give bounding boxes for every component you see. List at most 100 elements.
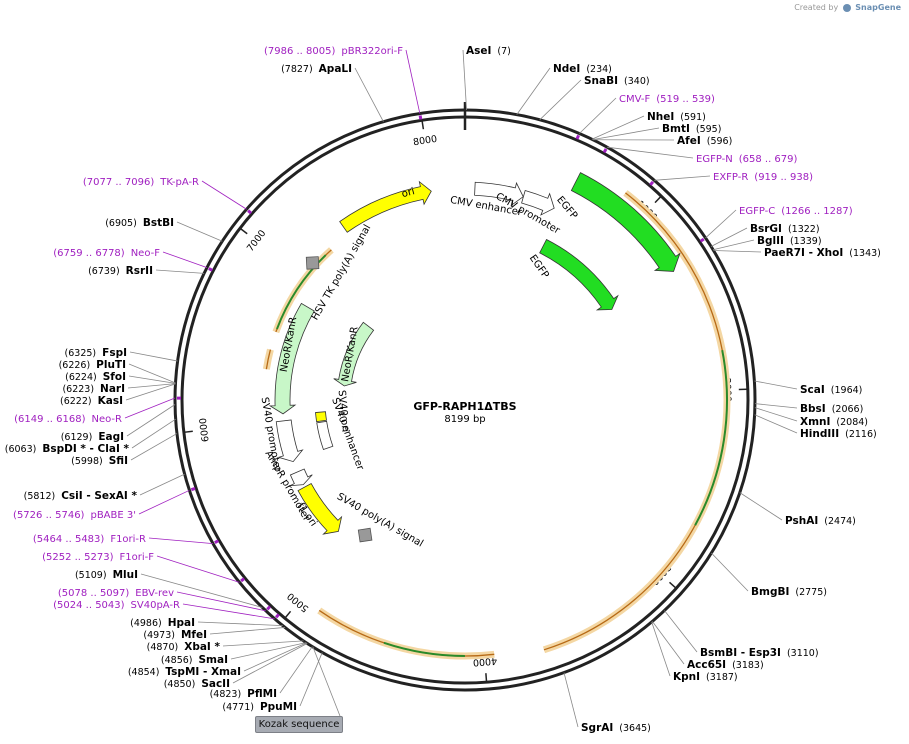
enzyme-name: AseI (466, 45, 491, 57)
sv40-polya-marker (357, 527, 373, 543)
enzyme-left-name: MfeI (181, 629, 207, 641)
enzyme-name: XmnI (800, 416, 830, 428)
tick-mark (421, 121, 425, 130)
primer-mark (240, 577, 246, 583)
enzyme-left-position: (4823) (210, 689, 242, 700)
primer-left-position: (7077 .. 7096) (83, 177, 155, 188)
enzyme-left-label: (4986)HpaI (130, 617, 195, 629)
enzyme-position: (3183) (732, 660, 764, 671)
enzyme-label: NdeI(234) (553, 63, 612, 75)
primer-label: EGFP-C(1266 .. 1287) (739, 206, 853, 217)
enzyme-position: (3110) (787, 648, 819, 659)
primer-left-name: F1ori-F (120, 552, 155, 563)
primer-left-position: (5024 .. 5043) (53, 600, 125, 611)
neor-kanr-arrow-outer (268, 302, 315, 415)
f1-ori-arrow (297, 482, 343, 535)
enzyme-left-leader (130, 433, 178, 461)
enzyme-left-label: (6739)RsrII (88, 265, 153, 277)
enzyme-label: KpnI(3187) (673, 671, 738, 683)
enzyme-leader (651, 621, 671, 677)
primer-left-leader (124, 397, 176, 419)
enzyme-label: BglII(1339) (757, 235, 822, 247)
enzyme-label: SgrAI(3645) (581, 722, 651, 734)
enzyme-left-name: ApaLI (319, 63, 352, 75)
primer-label: CMV-F (519 .. 539) (619, 94, 715, 105)
plasmid-name: GFP-RAPH1ΔTBS (413, 400, 516, 413)
enzyme-left-label: (4854)TspMI - XmaI (128, 666, 241, 678)
primer-mark (247, 209, 253, 215)
enzyme-name: BbsI (800, 403, 826, 415)
enzyme-left-position: (6129) (61, 432, 93, 443)
enzyme-left-leader (176, 221, 223, 242)
enzyme-leader (712, 239, 755, 251)
enzyme-left-label: (5998)SfiI (71, 455, 128, 467)
enzyme-position: (234) (586, 64, 612, 75)
enzyme-label: SnaBI(340) (584, 75, 650, 87)
enzyme-left-name: BstBI (143, 217, 174, 229)
primer-name: CMV-F (619, 94, 650, 105)
primer-left-label: (6149 .. 6168)Neo-R (14, 414, 122, 425)
enzyme-left-leader (128, 363, 176, 384)
snapgene-logo-icon (842, 3, 851, 12)
enzyme-name: PshAI (785, 515, 818, 527)
primer-left-leader (405, 49, 421, 114)
enzyme-left-leader (354, 67, 384, 122)
primer-left-label: (5464 .. 5483)F1ori-R (33, 534, 146, 545)
enzyme-label: PaeR7I - XhoI(1343) (764, 247, 881, 259)
tick-label: 7000 (245, 228, 268, 254)
enzyme-left-position: (7827) (281, 64, 313, 75)
primer-left-name: Neo-F (131, 248, 161, 259)
cmv-enhancer-arrow (474, 181, 524, 207)
primer-left-position: (5726 .. 5746) (13, 510, 85, 521)
primer-position: (919 .. 938) (754, 172, 813, 183)
enzyme-name: BglII (757, 235, 784, 247)
enzyme-left-label: (6063) BspDI * - ClaI * (5, 443, 130, 455)
enzyme-left-leader (209, 627, 286, 635)
enzyme-left-leader (299, 652, 323, 707)
sv40-polya-label: SV40 poly(A) signal (335, 491, 425, 549)
primer-mark (575, 134, 580, 140)
primer-position: (1266 .. 1287) (781, 206, 853, 217)
enzyme-left-leader (126, 404, 176, 437)
enzyme-left-label: (7827) ApaLI (281, 63, 352, 75)
brand-text: SnapGene (855, 3, 901, 12)
enzyme-left-label: (6223)NarI (62, 383, 125, 395)
primer-left-label: (5078 .. 5097)EBV-rev (58, 588, 174, 599)
enzyme-left-name: BspDI * - ClaI * (42, 443, 129, 455)
enzyme-left-name: SfoI (103, 371, 126, 383)
primer-left-position: (6149 .. 6168) (14, 414, 86, 425)
primer-left-name: TK-pA-R (159, 177, 199, 188)
tick-mark (284, 610, 292, 618)
enzyme-position: (2066) (832, 404, 864, 415)
enzyme-left-name: XbaI * (184, 641, 220, 653)
kozak-sequence-tag[interactable]: Kozak sequence (255, 716, 343, 733)
enzyme-label: BmgBI(2775) (751, 586, 827, 598)
enzyme-left-position: (6063) (5, 444, 37, 455)
enzyme-label: ScaI(1964) (800, 384, 862, 396)
enzyme-label: XmnI(2084) (800, 416, 868, 428)
enzyme-name: KpnI (673, 671, 700, 683)
primer-position: (519 .. 539) (656, 94, 715, 105)
site-labels: AseI(7)NdeI(234)SnaBI(340)NheI(591)BmtI(… (5, 45, 881, 734)
enzyme-name: AfeI (677, 135, 701, 147)
enzyme-label: BsmBI - Esp3I(3110) (700, 647, 819, 659)
enzyme-position: (591) (680, 112, 706, 123)
primer-left-leader (138, 489, 190, 515)
primer-name: EXFP-R (713, 172, 748, 183)
enzyme-left-label: (5109)MluI (75, 569, 138, 581)
enzyme-left-leader (222, 640, 304, 647)
primer-label: EXFP-R (919 .. 938) (713, 172, 813, 183)
tick-label: 5000 (285, 590, 311, 614)
enzyme-left-name: TspMI - XmaI (165, 666, 241, 678)
enzyme-left-position: (4856) (161, 655, 193, 666)
enzyme-left-leader (131, 418, 176, 449)
primer-left-position: (6759 .. 6778) (53, 248, 125, 259)
enzyme-left-label: (5812)CsiI - SexAI * (24, 490, 138, 502)
enzyme-left-position: (4973) (143, 630, 175, 641)
enzyme-leader (754, 414, 798, 434)
enzyme-left-leader (155, 269, 205, 274)
primer-leader (654, 175, 711, 181)
primer-left-label: (7986 .. 8005)pBR322ori-F (264, 46, 403, 57)
